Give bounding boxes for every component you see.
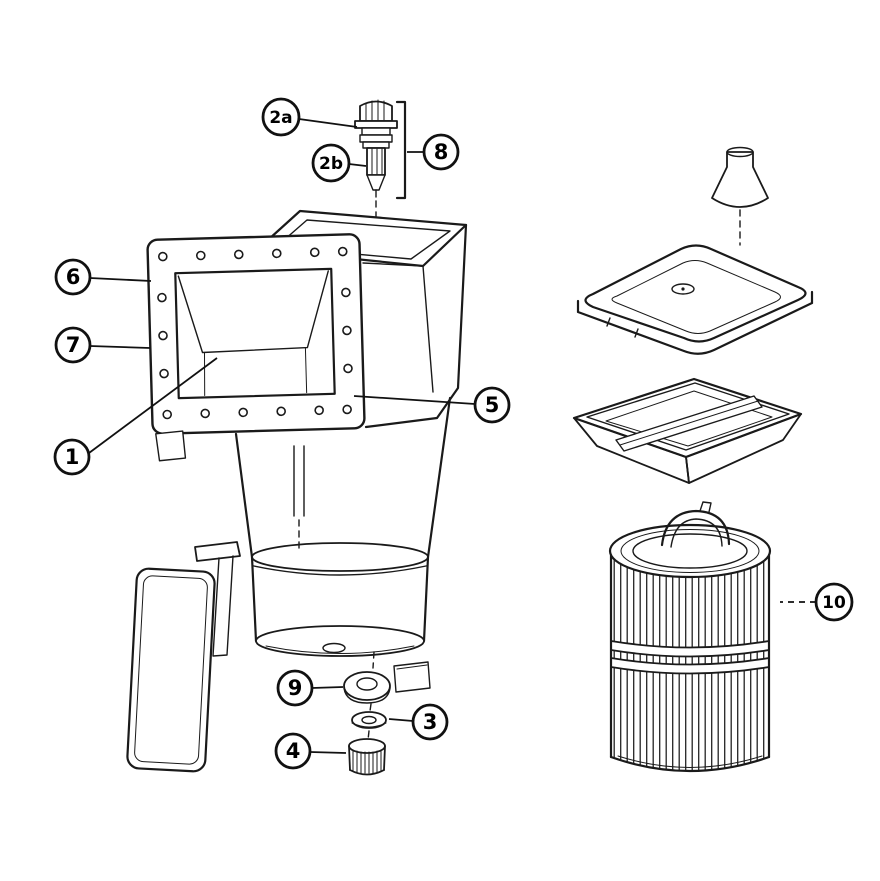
flat-washer [351,711,387,729]
skimmer-tank [234,396,452,669]
callout-5: 5 [353,386,511,424]
callout-4-leader [309,751,347,754]
callout-6-leader [89,277,152,282]
skimmer-housing [146,209,468,669]
callout-2b: 2b [311,143,367,183]
cone-adapter [711,146,769,246]
hose-adapter-nut [343,661,431,704]
valve-flange [354,120,398,129]
callout-2a-leader [298,118,358,128]
callout-5-label: 5 [485,393,500,417]
cartridge-handle [660,501,731,548]
callouts: 1 2a 2b 3 4 5 6 [53,97,854,770]
callout-1-label: 1 [65,445,80,469]
callout-2a-label: 2a [269,108,292,128]
weir-door [126,541,241,773]
callout-9-leader [311,686,344,689]
callout-3: 3 [388,703,449,741]
callout-8: 8 [407,133,460,171]
weir-flap [126,567,216,773]
callout-4-label: 4 [286,739,301,763]
callout-8-label: 8 [434,140,449,164]
callout-9-label: 9 [288,676,303,700]
faceplate-tab [155,430,187,462]
callout-2b-label: 2b [319,154,343,174]
drain-fittings [343,661,431,776]
callout-6: 6 [54,258,152,296]
callout-4: 4 [274,732,347,770]
callout-6-label: 6 [66,265,81,289]
faceplate-screws [157,246,353,420]
callout-7-leader [89,345,151,349]
drain-plug [348,738,386,776]
callout-3-leader [388,718,414,722]
callout-5-leader [353,395,476,405]
callout-7-label: 7 [66,333,81,357]
weir-bracket [194,541,241,562]
valve-cap [359,100,393,122]
skimmer-basket [572,377,803,484]
callout-10: 10 [780,582,854,622]
callout-1-leader [88,357,218,454]
callout-3-label: 3 [423,710,438,734]
valve-bracket [395,100,407,200]
filter-cartridge [608,501,772,773]
faceplate [146,233,366,462]
callout-9: 9 [276,669,344,707]
tank-bottom-port [322,642,346,654]
callout-2a: 2a [261,97,358,137]
skimmer-throat [177,270,329,396]
callout-10-label: 10 [822,593,846,613]
basket-handle [615,395,763,452]
callout-2b-leader [348,163,367,167]
faceplate-opening [174,267,336,400]
skimmer-lid [576,244,814,355]
callout-1: 1 [53,357,218,476]
callout-7: 7 [54,326,151,364]
